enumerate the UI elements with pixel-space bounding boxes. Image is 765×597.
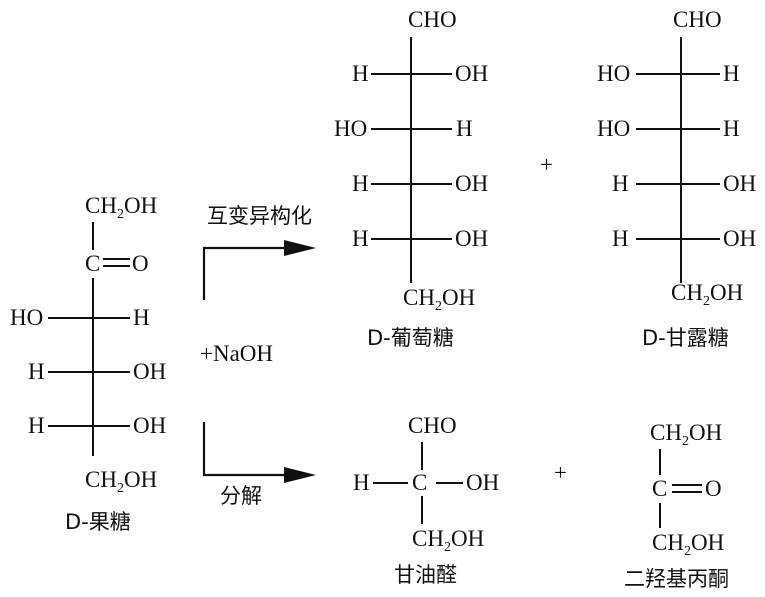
dha-carbonyl-carbon: C [652, 476, 667, 501]
dha-carbonyl-oxygen: O [705, 476, 722, 501]
mannose-bottom-group: CH2OH [671, 280, 743, 309]
mannose-row2-right: H [723, 116, 740, 141]
fructose-name: D-果糖 [65, 510, 131, 534]
mannose-top-group: CHO [673, 7, 722, 32]
glyceraldehyde-top-group: CHO [408, 413, 457, 438]
plus-sign: + [554, 460, 567, 485]
plus-sign: + [540, 152, 553, 177]
fructose-row2-left: H [28, 359, 45, 384]
mannose-row4-left: H [612, 226, 629, 251]
fructose-structure: CH2OH C O HO H H OH H OH CH2OH D-果糖 [10, 193, 166, 534]
glucose-structure: CHO H OH HO H H OH H OH CH2OH D-葡萄糖 [334, 7, 488, 350]
dha-top-group: CH2OH [650, 420, 722, 449]
fructose-carbonyl-oxygen: O [132, 251, 149, 276]
glucose-row2-right: H [456, 116, 473, 141]
upper-arrow-line [202, 246, 292, 300]
glucose-row2-left: HO [334, 116, 367, 141]
dha-bottom-group: CH2OH [652, 530, 724, 559]
fructose-row1-right: H [133, 305, 150, 330]
mannose-row3-right: OH [723, 171, 756, 196]
glucose-row4-left: H [352, 226, 369, 251]
dha-name: 二羟基丙酮 [624, 567, 729, 591]
glucose-row4-right: OH [455, 226, 488, 251]
glyceraldehyde-bottom-group: CH2OH [412, 526, 484, 555]
mannose-row1-left: HO [597, 61, 630, 86]
fructose-carbonyl-carbon: C [85, 251, 100, 276]
dihydroxyacetone-structure: CH2OH C O CH2OH 二羟基丙酮 [624, 420, 729, 591]
mannose-row3-left: H [612, 171, 629, 196]
lower-arrowhead [284, 467, 316, 483]
glucose-row1-right: OH [455, 61, 488, 86]
fructose-row2-right: OH [133, 359, 166, 384]
upper-path-label: 互变异构化 [207, 204, 312, 228]
reaction-arrows: 互变异构化 +NaOH 分解 [200, 204, 316, 508]
glyceraldehyde-center-carbon: C [412, 470, 427, 495]
glyceraldehyde-name: 甘油醛 [394, 563, 457, 587]
lower-arrow-line [202, 422, 292, 477]
glucose-row3-left: H [352, 171, 369, 196]
fructose-row3-right: OH [133, 413, 166, 438]
lower-path-label: 分解 [220, 484, 262, 508]
reagent-label: +NaOH [200, 341, 273, 366]
glucose-bottom-group: CH2OH [403, 285, 475, 314]
mannose-structure: CHO HO H HO H H OH H OH CH2OH D-甘露糖 [597, 7, 756, 350]
fructose-top-group: CH2OH [85, 193, 157, 222]
fructose-row1-left: HO [10, 305, 43, 330]
glyceraldehyde-right: OH [466, 470, 499, 495]
glucose-top-group: CHO [408, 7, 457, 32]
glucose-row3-right: OH [455, 171, 488, 196]
mannose-row4-right: OH [723, 226, 756, 251]
upper-arrowhead [284, 240, 316, 256]
fructose-bottom-group: CH2OH [85, 467, 157, 496]
glyceraldehyde-structure: CHO H C OH CH2OH 甘油醛 [353, 413, 499, 587]
fructose-row3-left: H [28, 413, 45, 438]
glucose-name: D-葡萄糖 [367, 326, 454, 350]
mannose-name: D-甘露糖 [642, 326, 729, 350]
glucose-row1-left: H [352, 61, 369, 86]
mannose-row2-left: HO [597, 116, 630, 141]
glyceraldehyde-left: H [353, 470, 370, 495]
mannose-row1-right: H [723, 61, 740, 86]
